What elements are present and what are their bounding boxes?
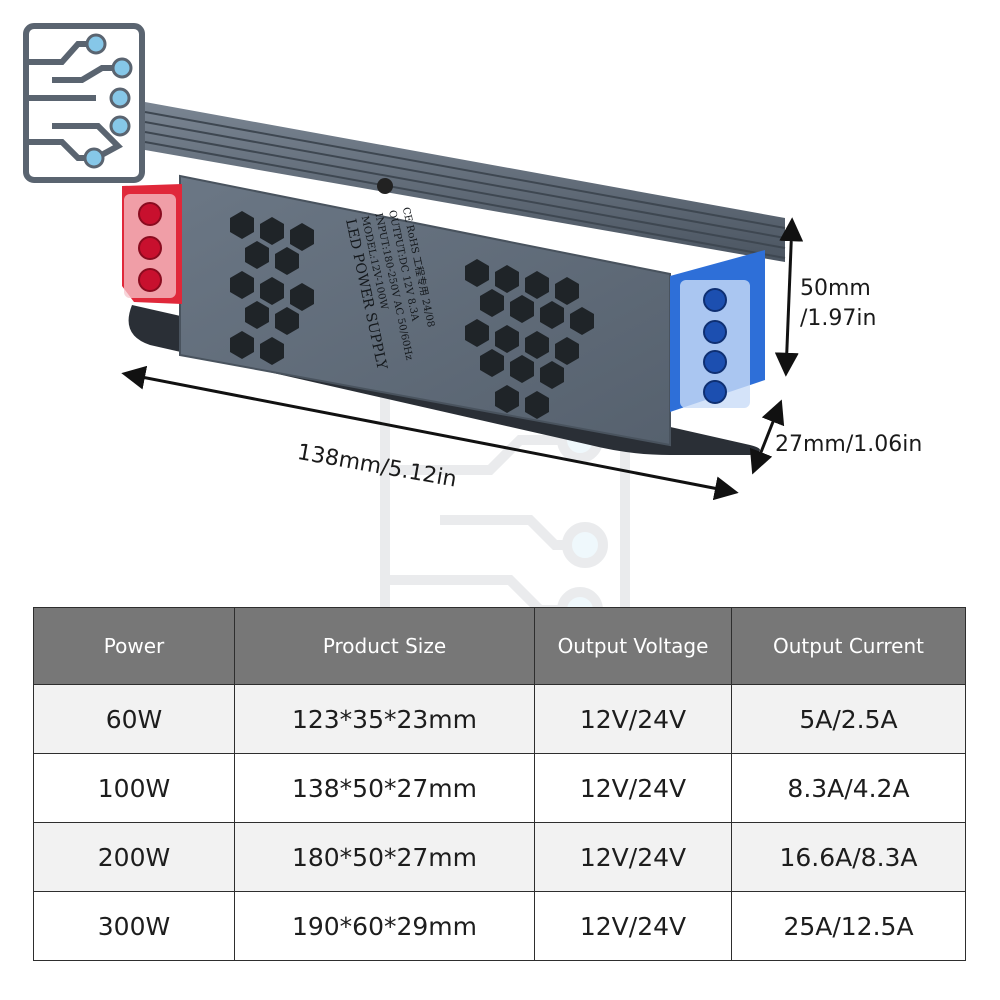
terminal-screw-icon	[703, 288, 727, 312]
cell-power: 60W	[33, 684, 235, 754]
header-power: Power	[33, 607, 235, 685]
dimension-arrows	[121, 217, 804, 501]
depth-dimension-label: 27mm/1.06in	[775, 432, 923, 457]
vent-grid-left	[230, 211, 314, 365]
cell-output-voltage: 12V/24V	[534, 753, 732, 823]
cell-power: 200W	[33, 822, 235, 892]
header-output-current: Output Current	[731, 607, 966, 685]
circuit-logo-icon	[23, 23, 145, 183]
depth-arrow	[749, 399, 785, 475]
header-product-size: Product Size	[234, 607, 535, 685]
height-dimension-line2: /1.97in	[800, 306, 877, 331]
cell-product-size: 180*50*27mm	[234, 822, 535, 892]
terminal-screw-icon	[138, 268, 162, 292]
table-header-row: Power Product Size Output Voltage Output…	[33, 607, 966, 685]
width-arrow	[121, 365, 739, 501]
cell-output-voltage: 12V/24V	[534, 891, 732, 961]
cell-output-voltage: 12V/24V	[534, 822, 732, 892]
height-dimension-label: 50mm /1.97in	[800, 274, 876, 334]
height-dimension-line1: 50mm	[800, 276, 871, 301]
terminal-screw-icon	[703, 320, 727, 344]
specifications-table: Power Product Size Output Voltage Output…	[33, 607, 966, 961]
terminal-screw-icon	[138, 202, 162, 226]
cell-product-size: 123*35*23mm	[234, 684, 535, 754]
height-arrow	[774, 217, 804, 377]
input-terminal-block	[122, 184, 182, 304]
cell-output-current: 16.6A/8.3A	[731, 822, 966, 892]
cell-product-size: 138*50*27mm	[234, 753, 535, 823]
cell-power: 100W	[33, 753, 235, 823]
cell-power: 300W	[33, 891, 235, 961]
cell-output-voltage: 12V/24V	[534, 684, 732, 754]
cell-product-size: 190*60*29mm	[234, 891, 535, 961]
table-row: 300W 190*60*29mm 12V/24V 25A/12.5A	[33, 891, 966, 961]
terminal-screw-icon	[138, 236, 162, 260]
screw-icon	[377, 178, 393, 194]
table-row: 100W 138*50*27mm 12V/24V 8.3A/4.2A	[33, 753, 966, 823]
cell-output-current: 5A/2.5A	[731, 684, 966, 754]
cell-output-current: 25A/12.5A	[731, 891, 966, 961]
cell-output-current: 8.3A/4.2A	[731, 753, 966, 823]
table-row: 200W 180*50*27mm 12V/24V 16.6A/8.3A	[33, 822, 966, 892]
table-row: 60W 123*35*23mm 12V/24V 5A/2.5A	[33, 684, 966, 754]
header-output-voltage: Output Voltage	[534, 607, 732, 685]
